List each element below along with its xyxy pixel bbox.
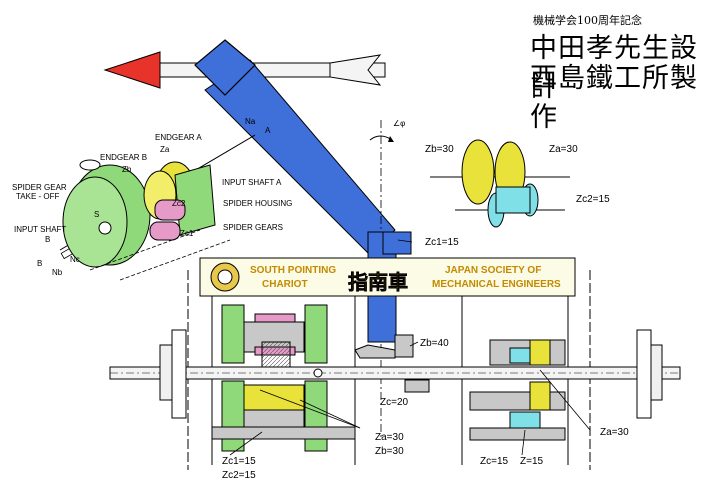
svg-text:S: S — [94, 210, 99, 219]
svg-text:Nb: Nb — [52, 268, 63, 277]
banner-left-2: CHARIOT — [262, 279, 308, 290]
spider-gear-2 — [149, 221, 181, 241]
pointer-arrow — [103, 39, 396, 256]
chariot-frame: SOUTH POINTING CHARIOT 指南車 JAPAN SOCIETY… — [109, 231, 681, 481]
pointer-tail — [329, 54, 382, 86]
svg-text:SPIDER GEARS: SPIDER GEARS — [223, 223, 283, 232]
arm-joint — [194, 39, 256, 96]
svg-text:SPIDER HOUSING: SPIDER HOUSING — [223, 199, 292, 208]
spider-gear-1 — [154, 199, 186, 221]
title-small: 機械学会100周年記念 — [533, 14, 642, 27]
svg-text:Zc2=15: Zc2=15 — [576, 194, 610, 205]
pointer-red-tip — [103, 51, 161, 89]
svg-text:A: A — [265, 126, 271, 135]
svg-text:Zb: Zb — [122, 165, 132, 174]
svg-text:Zb=40: Zb=40 — [420, 338, 449, 349]
svg-text:INPUT SHAFT A: INPUT SHAFT A — [222, 178, 282, 187]
svg-text:Zc1=15: Zc1=15 — [222, 456, 256, 467]
svg-text:B: B — [37, 259, 42, 268]
right-gear-zb — [461, 139, 495, 205]
left-exploded-diagram: ENDGEAR B ENDGEAR A Na A Zb Za SPIDER GE… — [12, 117, 292, 281]
svg-text:Z=15: Z=15 — [520, 456, 544, 467]
svg-text:ENDGEAR B: ENDGEAR B — [100, 153, 147, 162]
right-gear-diagram: Zb=30 Za=30 Zc2=15 — [425, 139, 610, 228]
svg-text:B: B — [45, 235, 50, 244]
svg-text:Zc2: Zc2 — [172, 199, 186, 208]
svg-text:Za=30: Za=30 — [600, 427, 629, 438]
svg-text:SPIDER GEAR: SPIDER GEAR — [12, 183, 67, 192]
left-green-gear-top-1 — [221, 304, 245, 364]
svg-text:INPUT SHAFT: INPUT SHAFT — [14, 225, 66, 234]
svg-text:Za: Za — [160, 145, 170, 154]
title-line-1: 中田孝先生設計 — [530, 33, 698, 103]
svg-text:Za=30: Za=30 — [549, 144, 578, 155]
svg-text:Nc: Nc — [70, 255, 80, 264]
svg-text:Za=30: Za=30 — [375, 432, 404, 443]
svg-text:Zc1: Zc1 — [180, 229, 194, 238]
svg-text:Zc2=15: Zc2=15 — [222, 470, 256, 481]
svg-text:Zc=20: Zc=20 — [380, 397, 409, 408]
svg-text:Zc=15: Zc=15 — [480, 456, 509, 467]
svg-text:Na: Na — [245, 117, 256, 126]
banner-right-1: JAPAN SOCIETY OF — [445, 265, 541, 276]
title-line-2: 西島鐵工所製作 — [530, 63, 698, 133]
right-yellow-gear-top — [529, 339, 551, 366]
banner-left-1: SOUTH POINTING — [250, 265, 336, 276]
banner — [199, 257, 576, 297]
svg-text:Zc1=15: Zc1=15 — [425, 237, 459, 248]
svg-text:TAKE - OFF: TAKE - OFF — [16, 192, 60, 201]
svg-text:Zb=30: Zb=30 — [375, 446, 404, 457]
svg-text:ENDGEAR A: ENDGEAR A — [155, 133, 202, 142]
banner-kanji: 指南車 — [348, 270, 408, 294]
phi-label: ∠φ — [393, 119, 405, 128]
svg-text:Zb=30: Zb=30 — [425, 144, 454, 155]
banner-right-2: MECHANICAL ENGINEERS — [432, 279, 561, 290]
